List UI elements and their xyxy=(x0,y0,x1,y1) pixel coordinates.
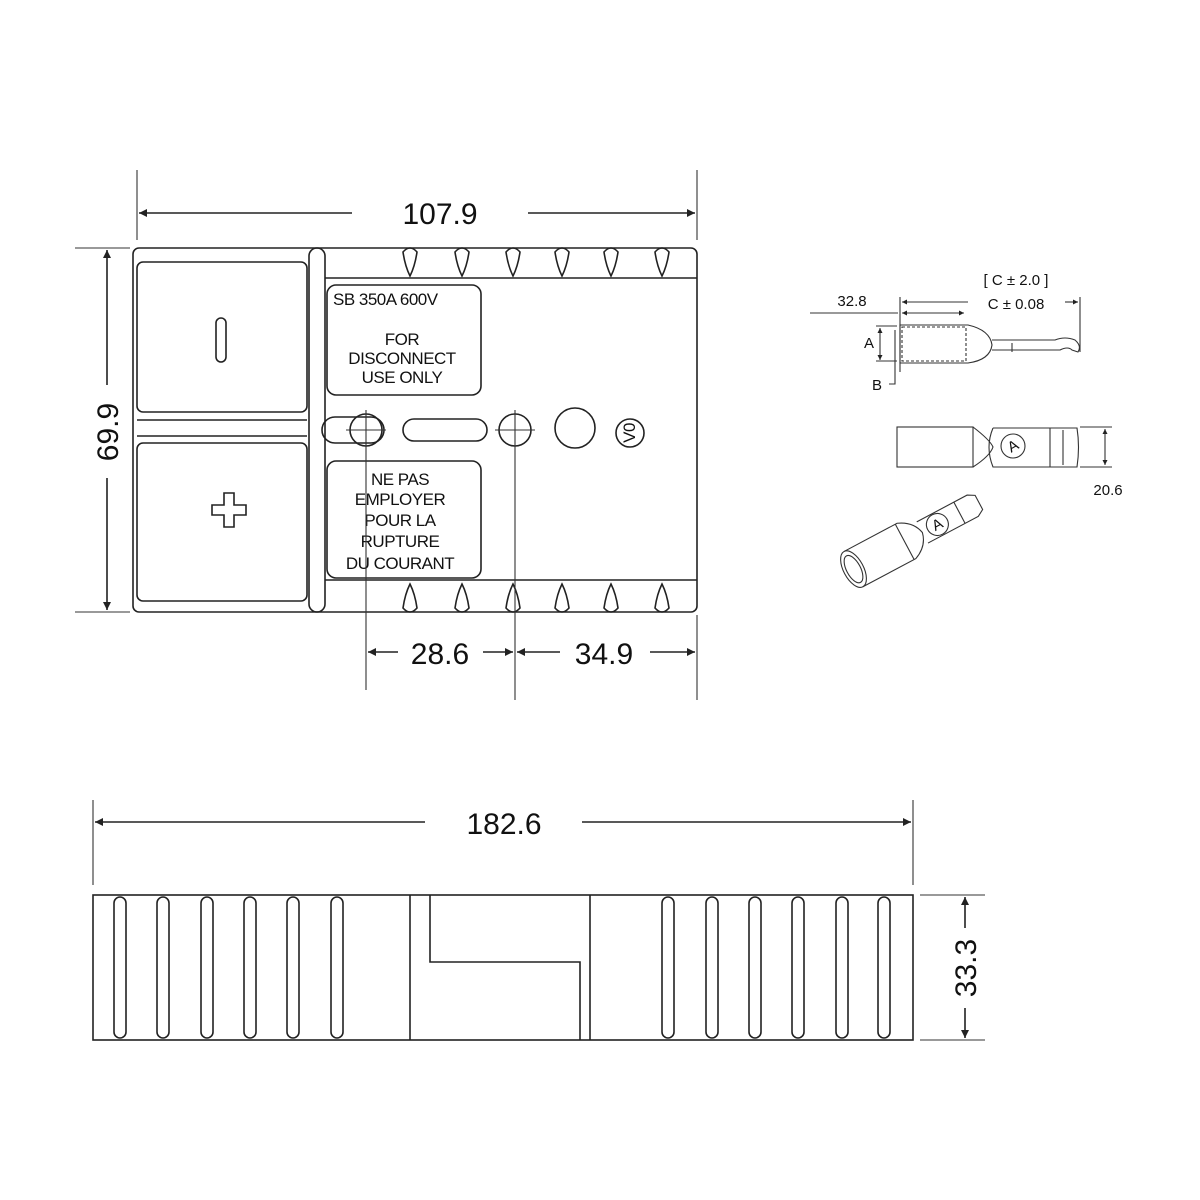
rating-text: SB 350A 600V xyxy=(333,290,439,309)
minus-icon xyxy=(215,317,227,363)
side-rib xyxy=(243,896,257,1039)
side-rib xyxy=(286,896,300,1039)
french-line-3: POUR LA xyxy=(364,511,436,530)
latch-tooth xyxy=(654,247,670,278)
contact-tolerance: C ± 0.08 xyxy=(988,296,1045,313)
flame-rating-text: V0 xyxy=(620,423,639,443)
english-line-3: USE ONLY xyxy=(362,368,443,387)
contact-mark-iso: A xyxy=(929,515,946,535)
latch-tooth xyxy=(505,582,521,613)
housing-outline xyxy=(132,247,698,613)
french-line-2: EMPLOYER xyxy=(355,490,446,509)
round-boss xyxy=(554,407,596,449)
dim-hole-to-edge: 34.9 xyxy=(575,638,633,671)
side-rib xyxy=(330,896,344,1039)
dim-side-length: 182.6 xyxy=(466,808,541,841)
contact-isometric: A xyxy=(840,494,984,588)
contact-width: 20.6 xyxy=(1093,482,1122,499)
dim-hole-spacing: 28.6 xyxy=(411,638,469,671)
side-body xyxy=(92,894,914,1041)
slot-middle xyxy=(402,418,488,442)
latch-tooth xyxy=(454,247,470,278)
latch-tooth xyxy=(554,582,570,613)
french-line-5: DU COURANT xyxy=(346,554,454,573)
side-rib xyxy=(156,896,170,1039)
mating-step xyxy=(429,895,581,1040)
latch-tooth xyxy=(654,582,670,613)
divider-bar xyxy=(308,247,326,613)
french-line-1: NE PAS xyxy=(371,470,429,489)
flame-rating-badge xyxy=(615,418,645,448)
latch-tooth xyxy=(402,582,418,613)
latch-tooth xyxy=(554,247,570,278)
contact-length: 32.8 xyxy=(837,293,866,310)
positive-pad xyxy=(136,442,308,602)
side-rib xyxy=(113,896,127,1039)
latch-tooth xyxy=(402,247,418,278)
side-rib xyxy=(705,896,719,1039)
label-french-box xyxy=(326,460,482,579)
contact-mark-side: A xyxy=(1005,437,1022,457)
dim-top-width: 107.9 xyxy=(402,198,477,231)
top-view: SB 350A 600V FOR DISCONNECT USE ONLY NE … xyxy=(75,170,698,700)
contact-dim-b: B xyxy=(872,377,882,394)
side-rib xyxy=(661,896,675,1039)
plus-icon xyxy=(211,492,247,528)
side-rib xyxy=(200,896,214,1039)
english-line-1: FOR xyxy=(385,330,420,349)
contact-tolerance-bracket: [ C ± 2.0 ] xyxy=(984,272,1049,289)
side-rib xyxy=(835,896,849,1039)
side-ribs xyxy=(113,896,891,1039)
english-line-2: DISCONNECT xyxy=(348,349,456,368)
label-english-box xyxy=(326,284,482,396)
contact-dim-a: A xyxy=(864,335,874,352)
latch-tooth xyxy=(505,247,521,278)
latch-tooth xyxy=(603,582,619,613)
dim-side-height: 33.3 xyxy=(950,939,983,997)
latch-tooth xyxy=(454,582,470,613)
contact-detail: [ C ± 2.0 ] C ± 0.08 32.8 A B A 20.6 xyxy=(810,272,1123,588)
negative-pad xyxy=(136,261,308,413)
dim-top-height: 69.9 xyxy=(92,403,125,461)
side-rib xyxy=(791,896,805,1039)
latch-tooth xyxy=(603,247,619,278)
side-view: 182.6 33.3 xyxy=(92,800,985,1041)
side-rib xyxy=(748,896,762,1039)
french-line-4: RUPTURE xyxy=(361,532,440,551)
side-rib xyxy=(877,896,891,1039)
latch-teeth xyxy=(402,247,670,613)
